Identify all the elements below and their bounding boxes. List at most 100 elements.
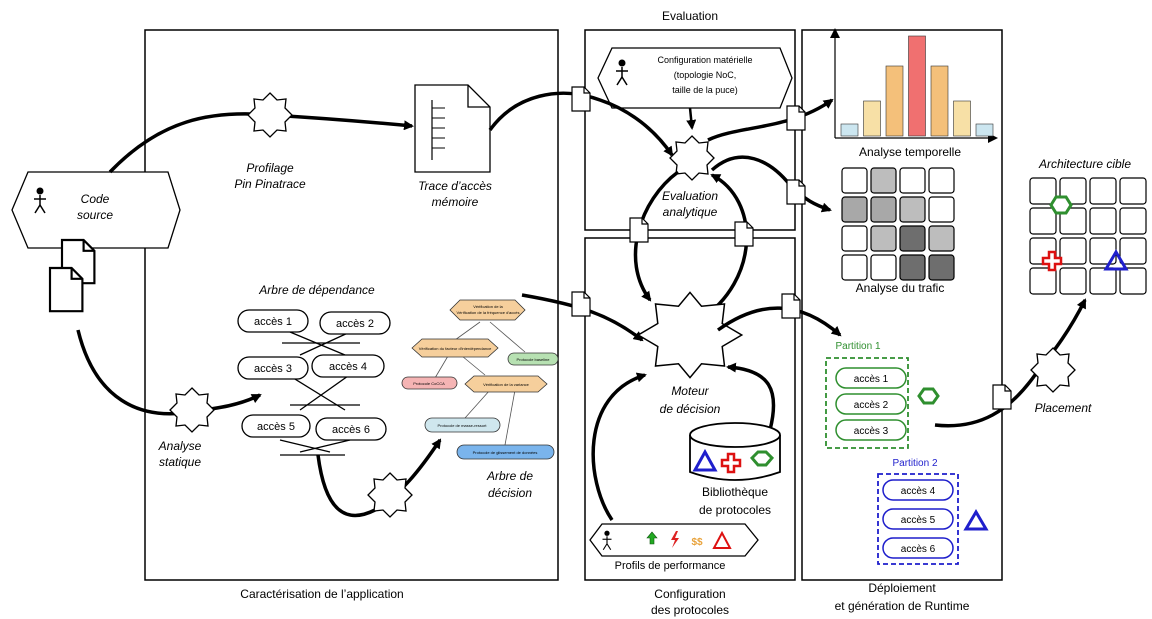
panel-app-label: Caractérisation de l’application: [240, 587, 403, 601]
traffic-cell: [870, 196, 897, 223]
histogram-bar: [930, 65, 949, 137]
panel-deploy-label-2: et génération de Runtime: [835, 599, 970, 613]
svg-text:Protocole de masse-ressort: Protocole de masse-ressort: [438, 423, 488, 428]
partition-1-box: [825, 357, 909, 449]
partition-item: accès 4: [882, 479, 954, 501]
perf-profiles-label: Profils de performance: [615, 560, 726, 572]
document-icon: [571, 86, 591, 112]
panel-protocol-config: [584, 237, 796, 581]
svg-text:accès 2: accès 2: [336, 318, 374, 330]
traffic-cell: [870, 254, 897, 281]
svg-text:accès 4: accès 4: [901, 486, 936, 497]
svg-text:Protocole CoCCA: Protocole CoCCA: [413, 381, 445, 386]
profiling-label-2: Pin Pinatrace: [234, 177, 306, 191]
traffic-cell: [841, 196, 868, 223]
traffic-cell: [899, 254, 926, 281]
document-icon: [734, 221, 754, 247]
dependency-node: accès 6: [315, 417, 387, 441]
document-icon: [571, 291, 591, 317]
traffic-cell: [928, 254, 955, 281]
code-source-label-1: Code: [81, 192, 110, 206]
decision-node: Protocole baseline: [507, 352, 559, 366]
dependency-node: accès 2: [319, 311, 391, 335]
partition-1-label: Partition 1: [835, 341, 880, 352]
architecture-grid: [1029, 177, 1147, 295]
partition-item: accès 1: [835, 367, 907, 389]
code-source-box: [11, 171, 181, 249]
traffic-cell: [841, 225, 868, 252]
traffic-cell: [899, 225, 926, 252]
architecture-tile: [1029, 177, 1057, 205]
traffic-cell: [899, 167, 926, 194]
dependency-tree-title: Arbre de dépendance: [258, 283, 375, 297]
architecture-tile: [1119, 267, 1147, 295]
arrow-tree-to-engine: [521, 293, 644, 342]
document-icon: [786, 105, 806, 131]
svg-text:accès 5: accès 5: [257, 421, 295, 433]
analytic-eval-label-1: Evaluation: [662, 189, 718, 203]
decision-node: Protocole de glissement de données: [456, 444, 555, 460]
arrow-profiles-to-engine: [591, 372, 647, 521]
partition-item: accès 2: [835, 393, 907, 415]
decision-star-icon: [367, 472, 413, 518]
panel-application: [144, 29, 559, 581]
traffic-title: Analyse du trafic: [856, 281, 945, 295]
architecture-tile: [1059, 237, 1087, 265]
panel-eval-label: Evaluation: [662, 9, 718, 23]
analytic-eval-label-2: analytique: [663, 205, 718, 219]
partition-2-box: [877, 473, 959, 565]
triangle-icon: [692, 448, 718, 472]
traffic-grid: [841, 167, 955, 281]
decision-node: Protocole de masse-ressort: [424, 417, 501, 433]
decision-engine-label-1: Moteur: [671, 384, 709, 398]
dependency-node: accès 5: [241, 414, 311, 438]
decision-node: Vérification de la variance: [464, 375, 548, 393]
trace-document-icon: [414, 84, 491, 173]
svg-text:accès 1: accès 1: [254, 316, 292, 328]
hexagon-icon: [749, 450, 775, 467]
partition-item: accès 3: [835, 419, 907, 441]
arrow-trace-to-eval: [488, 91, 674, 157]
document-icon: [781, 293, 801, 319]
hw-config-label-1: Configuration matérielle: [657, 55, 752, 65]
traffic-cell: [841, 254, 868, 281]
architecture-tile: [1089, 267, 1117, 295]
svg-text:Protocole baseline: Protocole baseline: [517, 357, 551, 362]
arrow-engine-to-partition: [716, 306, 842, 337]
dependency-tree-edges: [279, 331, 360, 456]
svg-text:accès 4: accès 4: [329, 361, 367, 373]
lightning-icon: [671, 531, 679, 548]
histogram-bar: [863, 100, 881, 137]
decision-tree-edges: [434, 321, 526, 446]
traffic-cell: [870, 167, 897, 194]
histogram-bar: [908, 35, 926, 137]
decision-tree-title-2: décision: [488, 486, 532, 500]
hw-config-label-2: (topologie NoC,: [674, 70, 737, 80]
svg-text:Vérification de la fréquence d: Vérification de la fréquence d'accès: [456, 310, 519, 315]
architecture-tile: [1119, 207, 1147, 235]
arrow-hw-to-eval: [686, 107, 697, 130]
hw-config-box: [597, 47, 793, 109]
svg-text:accès 3: accès 3: [854, 426, 889, 437]
traffic-cell: [928, 196, 955, 223]
static-analysis-star-icon: [169, 387, 215, 433]
dependency-node: accès 3: [237, 356, 309, 380]
svg-text:accès 6: accès 6: [332, 424, 370, 436]
architecture-tile: [1119, 237, 1147, 265]
trace-label-2: mémoire: [432, 195, 479, 209]
upload-arrow-icon: [646, 531, 658, 545]
panel-proto-label-2: des protocoles: [651, 603, 729, 617]
hw-config-label-3: taille de la puce): [672, 85, 738, 95]
traffic-cell: [870, 225, 897, 252]
svg-text:Vérification du facteur d'inte: Vérification du facteur d'interdépendanc…: [419, 346, 492, 351]
triangle-icon: [963, 509, 989, 531]
arrow-to-temporal: [707, 98, 834, 142]
placement-star-icon: [1030, 347, 1076, 393]
library-label-2: de protocoles: [699, 503, 771, 517]
warning-icon: [712, 530, 732, 549]
histogram-bar: [953, 100, 971, 137]
document-icon: [786, 179, 806, 205]
